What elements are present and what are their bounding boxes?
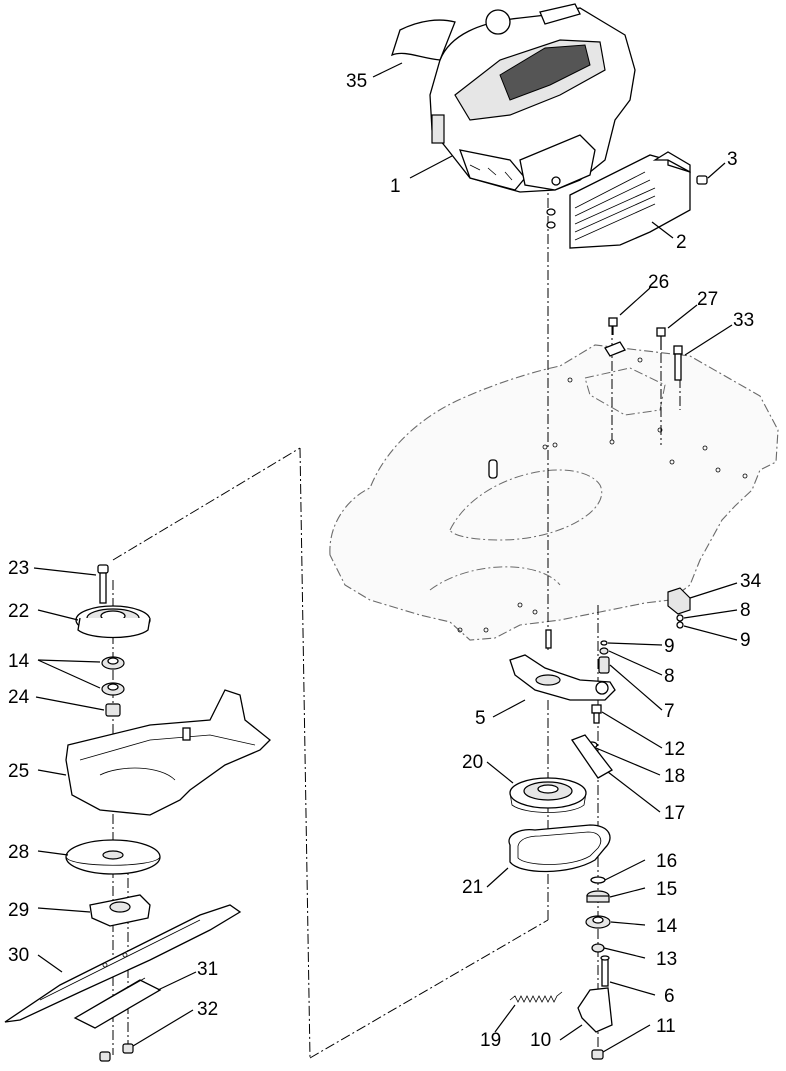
- bearing-14-left: [101, 656, 125, 696]
- bolt-26: [608, 317, 618, 335]
- callout-32: 32: [197, 999, 218, 1020]
- callout-9-right: 9: [740, 630, 751, 651]
- pulley-20: [509, 777, 587, 813]
- nut-11: [591, 1049, 604, 1060]
- blade-clamp-29: [89, 894, 151, 927]
- blade-stiffener-31: [73, 977, 162, 1029]
- callout-7: 7: [664, 701, 675, 722]
- callout-28: 28: [8, 842, 29, 863]
- callout-5: 5: [475, 708, 486, 729]
- bracket-10: [577, 987, 613, 1033]
- engine-decal: [390, 19, 456, 61]
- bracket-34: [667, 587, 691, 615]
- screw-3: [696, 175, 708, 185]
- idler-arm-5: [509, 629, 616, 701]
- bolt-27: [656, 327, 666, 350]
- spacer-15: [586, 890, 610, 903]
- callout-20: 20: [462, 752, 483, 773]
- callout-33: 33: [733, 310, 754, 331]
- leader-lines: [33, 62, 738, 1053]
- callout-29: 29: [8, 900, 29, 921]
- callout-19: 19: [480, 1030, 501, 1051]
- mower-deck: [329, 344, 779, 641]
- bearing-14-right: [585, 915, 611, 929]
- callout-12: 12: [664, 739, 685, 760]
- washer-13: [591, 943, 605, 953]
- spring-19: [509, 991, 563, 1003]
- callout-24: 24: [8, 687, 30, 708]
- bolt-12: [591, 704, 602, 724]
- bracket-under-26: [604, 341, 626, 357]
- blade-spacer-28: [65, 839, 161, 875]
- engine-shield: [569, 151, 691, 249]
- callout-25: 25: [8, 761, 29, 782]
- bolts-32: [99, 1043, 134, 1062]
- callout-14-left: 14: [8, 651, 30, 672]
- callout-17: 17: [664, 803, 685, 824]
- callout-labels: 35 1 3 2 26 27 33 23 22 14 24 25 28 29 3…: [8, 71, 762, 1051]
- callout-11: 11: [656, 1016, 676, 1037]
- callout-27: 27: [697, 289, 718, 310]
- blade-30: [4, 904, 242, 1023]
- belt-cover-25: [65, 689, 271, 816]
- callout-30: 30: [8, 945, 29, 966]
- callout-10: 10: [530, 1030, 551, 1051]
- callout-3: 3: [727, 149, 738, 170]
- callout-34: 34: [740, 571, 762, 592]
- bolt-23: [97, 564, 109, 604]
- washers-8-9-right: [676, 614, 684, 629]
- engine: [429, 3, 636, 193]
- callout-9-center: 9: [664, 636, 675, 657]
- engine-mount-screws: [546, 208, 556, 229]
- shaft-6: [600, 955, 610, 987]
- callout-8-right: 8: [740, 600, 751, 621]
- deck-stud: [488, 459, 498, 479]
- callout-8-center: 8: [664, 666, 675, 687]
- belt-21: [508, 824, 611, 873]
- callout-18: 18: [664, 766, 685, 787]
- callout-31: 31: [197, 959, 218, 980]
- callout-6: 6: [664, 986, 675, 1007]
- callout-2: 2: [676, 232, 687, 253]
- callout-14-right: 14: [656, 916, 678, 937]
- callout-23: 23: [8, 558, 29, 579]
- nut-24: [105, 703, 121, 717]
- callout-26: 26: [648, 272, 669, 293]
- washer-16: [590, 876, 606, 884]
- callout-16: 16: [656, 851, 677, 872]
- callout-1: 1: [390, 176, 401, 197]
- callout-35: 35: [346, 71, 367, 92]
- callout-15: 15: [656, 879, 677, 900]
- engine-oil-cap: [485, 9, 511, 35]
- callout-13: 13: [656, 949, 677, 970]
- idler-stack-7-8-9: [598, 640, 610, 674]
- bracket-17: [570, 734, 613, 779]
- blade-adapter-22: [75, 605, 151, 639]
- callout-22: 22: [8, 601, 29, 622]
- engine-side-part: [431, 114, 445, 144]
- bolt-33: [673, 345, 683, 381]
- callout-21: 21: [462, 877, 483, 898]
